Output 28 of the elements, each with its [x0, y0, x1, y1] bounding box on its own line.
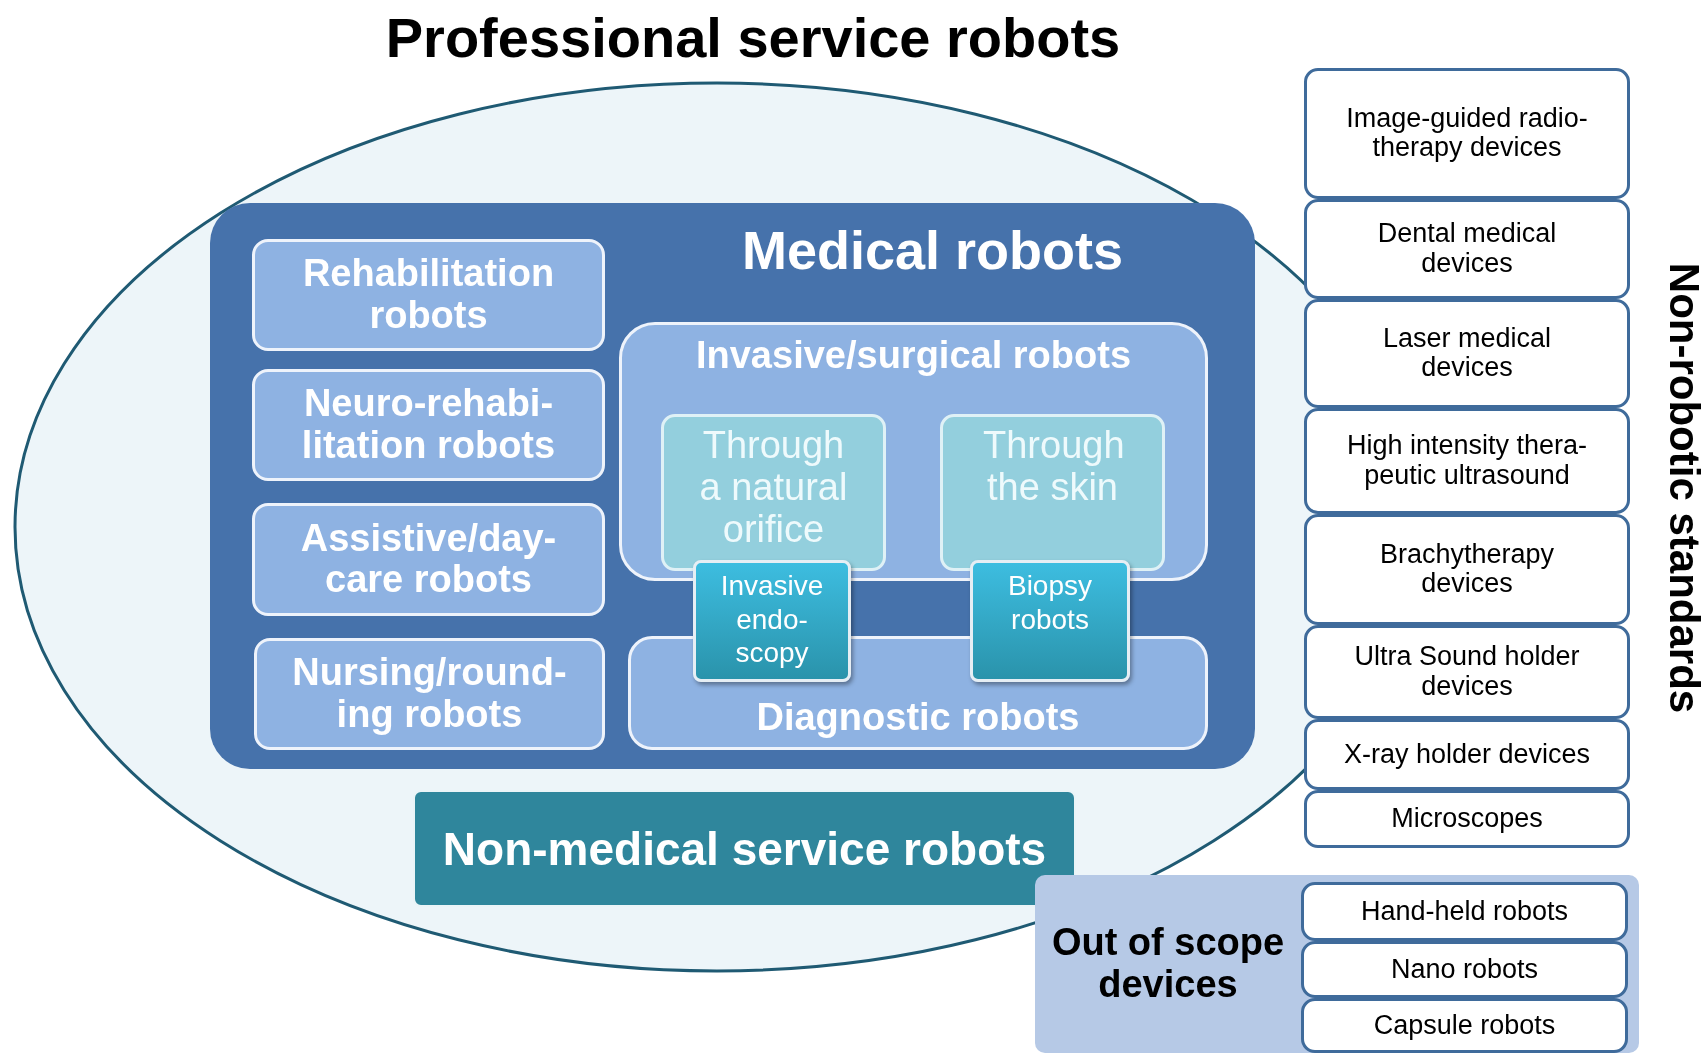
category-box: Neuro-rehabi-litation robots: [252, 369, 605, 481]
category-box: Non-medical service robots: [413, 790, 1076, 907]
category-title: Diagnostic robots: [755, 697, 1081, 739]
category-box: Assistive/day-care robots: [252, 503, 605, 616]
device-box: Microscopes: [1304, 790, 1630, 848]
device-box: Laser medical devices: [1304, 299, 1630, 408]
category-box: Rehabilitation robots: [252, 239, 605, 351]
category-box: Nursing/round-ing robots: [254, 638, 605, 750]
group-title: Out of scope devices: [1050, 922, 1286, 1006]
device-box: Hand-held robots: [1301, 882, 1628, 941]
device-box: X-ray holder devices: [1304, 719, 1630, 790]
device-box: High intensity thera-peutic ultrasound: [1304, 408, 1630, 514]
device-box: Image-guided radio-therapy devices: [1304, 68, 1630, 199]
group-panel: [1035, 875, 1639, 1053]
device-box: Brachytherapy devices: [1304, 514, 1630, 625]
region-title: Professional service robots: [384, 5, 1122, 70]
group-panel: [210, 203, 1255, 769]
category-box: Biopsy robots: [970, 560, 1130, 682]
side-label: Non-robotic standards: [1660, 262, 1704, 714]
group-title: Medical robots: [740, 221, 1125, 281]
device-box: Ultra Sound holder devices: [1304, 625, 1630, 719]
category-box: Through the skin: [940, 414, 1165, 571]
category-box: Through a natural orifice: [661, 414, 886, 571]
device-box: Capsule robots: [1301, 998, 1628, 1053]
device-box: Nano robots: [1301, 941, 1628, 998]
device-box: Dental medical devices: [1304, 199, 1630, 299]
category-box: Invasive endo-scopy: [693, 560, 851, 682]
category-title: Invasive/surgical robots: [694, 335, 1133, 377]
